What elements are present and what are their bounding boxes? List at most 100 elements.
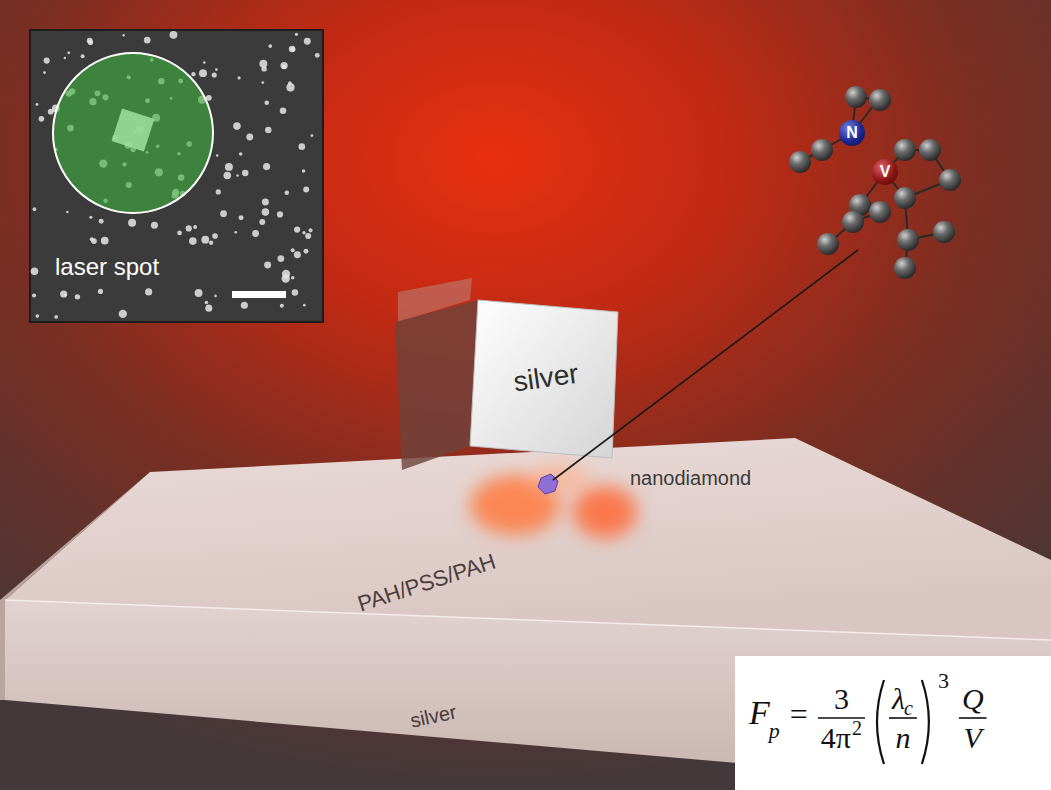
particle: [191, 72, 195, 76]
formula-box: Fp=34π2λcn3QV: [735, 656, 1051, 790]
formula-symbol: λ: [892, 684, 905, 714]
particle: [259, 219, 265, 225]
particle: [291, 248, 295, 252]
particle: [282, 270, 290, 278]
particle: [265, 127, 271, 133]
particle: [304, 249, 309, 254]
particle: [90, 237, 94, 241]
formula-symbol: =: [790, 698, 808, 730]
particle: [170, 31, 178, 39]
material-label: silver: [512, 360, 581, 397]
laser-spot-circle: [53, 53, 213, 213]
particle: [294, 251, 301, 258]
particle: [43, 71, 46, 74]
particle: [292, 289, 298, 295]
formula-symbol: n: [895, 723, 910, 753]
particle: [32, 293, 36, 297]
micrograph-particles: [31, 31, 320, 319]
formula-symbol: c: [904, 698, 913, 718]
particle: [264, 100, 269, 105]
inset-micrograph: laser spot: [30, 30, 323, 322]
particle: [278, 255, 285, 262]
particle: [315, 53, 320, 58]
inset-background: [30, 30, 323, 322]
particle: [189, 237, 197, 245]
slab-side: [0, 472, 150, 700]
particle: [259, 60, 267, 68]
particle: [75, 294, 80, 299]
particle: [177, 231, 182, 236]
inset-caption: laser spot: [55, 255, 159, 279]
atom-symbol: V: [880, 164, 891, 180]
particle: [89, 216, 92, 219]
nanocube-particle: [112, 109, 155, 152]
particle: [289, 46, 296, 53]
particle: [241, 302, 248, 309]
particle: [205, 305, 212, 312]
particle: [294, 226, 300, 232]
particle: [145, 288, 152, 295]
particle: [234, 231, 237, 234]
particle: [186, 225, 192, 231]
particle: [199, 69, 207, 77]
particle: [298, 143, 305, 150]
formula-symbol: 2: [852, 718, 862, 738]
formula-strokes: [735, 656, 1051, 790]
particle: [54, 315, 58, 319]
particle: [288, 81, 292, 85]
nanodiamond-crystal: [538, 474, 558, 494]
particle: [242, 170, 249, 177]
particle: [223, 172, 231, 180]
particle: [302, 169, 306, 173]
fraction-bar: [959, 717, 987, 719]
cube-side: [395, 300, 478, 470]
particle: [238, 76, 241, 79]
particle: [261, 81, 264, 84]
particle: [291, 276, 295, 280]
particle: [98, 289, 103, 294]
leader-line: [553, 250, 858, 480]
atom-symbol: N: [846, 125, 858, 141]
particle: [151, 222, 158, 229]
particle: [282, 65, 286, 69]
particle: [268, 44, 272, 48]
nitrogen-atom: N: [839, 120, 865, 146]
particle: [216, 154, 219, 157]
parenthesis: [877, 680, 884, 764]
particle: [87, 38, 93, 44]
particle: [262, 208, 270, 216]
particle: [201, 236, 209, 244]
particle: [280, 304, 284, 308]
lattice-atoms: [789, 86, 961, 279]
particle: [215, 68, 218, 71]
particle: [195, 289, 203, 297]
formula-symbol: 4π: [821, 723, 851, 753]
particle: [101, 237, 109, 245]
particle: [144, 37, 151, 44]
particle: [236, 174, 239, 177]
formula-symbol: V: [964, 723, 982, 753]
particle: [225, 163, 233, 171]
particle: [212, 233, 218, 239]
particle: [60, 290, 67, 297]
particle: [216, 189, 221, 194]
particle: [310, 134, 313, 137]
particle: [44, 57, 50, 63]
particle: [252, 230, 259, 237]
particle: [246, 133, 253, 140]
particle: [308, 228, 312, 232]
particle: [295, 33, 298, 36]
particle: [280, 62, 287, 69]
particle: [67, 51, 70, 54]
particle: [212, 72, 217, 77]
formula-symbol: p: [769, 720, 780, 742]
particle: [263, 163, 270, 170]
particle: [122, 34, 124, 36]
formula-symbol: F: [749, 696, 770, 730]
particle: [81, 54, 85, 58]
particle: [239, 152, 243, 156]
lattice-bonds: [800, 97, 950, 268]
parenthesis: [922, 680, 929, 764]
particle: [264, 261, 271, 268]
